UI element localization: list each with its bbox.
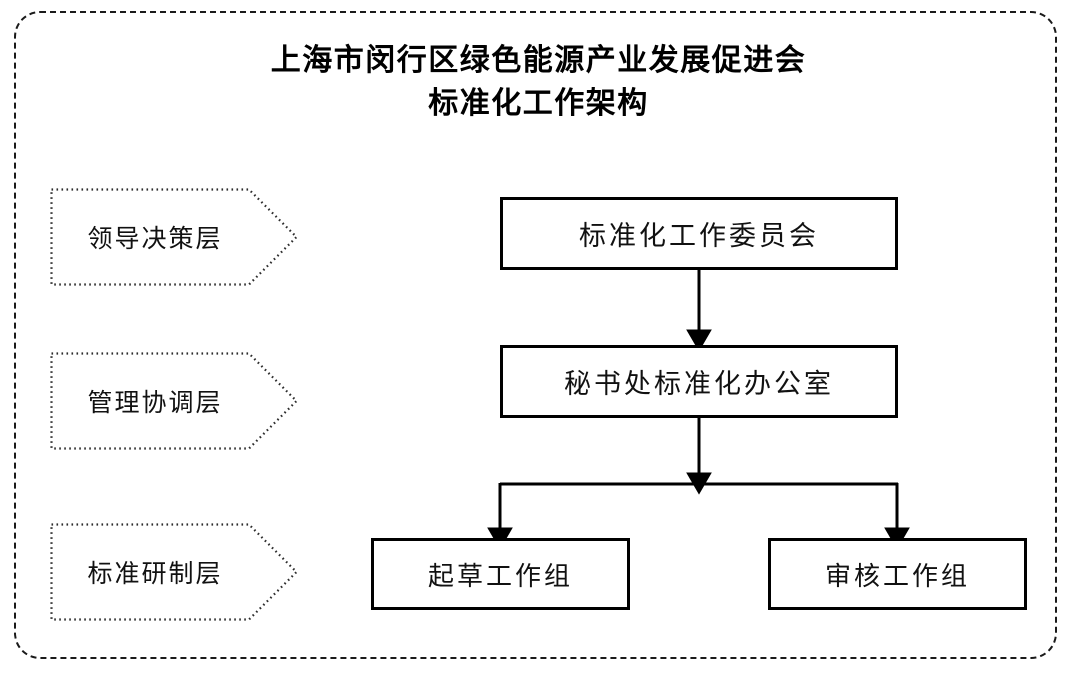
layer-tag-leadership: 领导决策层 — [50, 188, 298, 286]
node-label-committee: 标准化工作委员会 — [579, 221, 819, 252]
node-standardization-committee[interactable]: 标准化工作委员会 — [500, 197, 898, 270]
layer-tag-label-2: 管理协调层 — [87, 388, 223, 417]
node-review-working-group[interactable]: 审核工作组 — [768, 538, 1027, 610]
node-label-review-group: 审核工作组 — [824, 561, 970, 592]
pentagon-arrow-shape-3 — [50, 523, 298, 621]
node-drafting-working-group[interactable]: 起草工作组 — [371, 538, 630, 610]
node-label-office: 秘书处标准化办公室 — [564, 369, 834, 400]
title-line-1: 上海市闵行区绿色能源产业发展促进会 — [270, 43, 807, 78]
layer-tag-label-1: 领导决策层 — [87, 224, 223, 253]
node-secretariat-standardization-office[interactable]: 秘书处标准化办公室 — [500, 345, 898, 418]
diagram-title: 上海市闵行区绿色能源产业发展促进会 标准化工作架构 — [0, 40, 1077, 125]
pentagon-arrow-shape-1 — [50, 188, 298, 286]
layer-tag-label-3: 标准研制层 — [87, 559, 223, 588]
diagram-outer-frame — [14, 11, 1057, 659]
layer-tag-standard-development: 标准研制层 — [50, 523, 298, 621]
node-label-drafting-group: 起草工作组 — [427, 561, 573, 592]
pentagon-arrow-shape-2 — [50, 352, 298, 450]
layer-tag-management: 管理协调层 — [50, 352, 298, 450]
title-line-2: 标准化工作架构 — [428, 85, 649, 121]
